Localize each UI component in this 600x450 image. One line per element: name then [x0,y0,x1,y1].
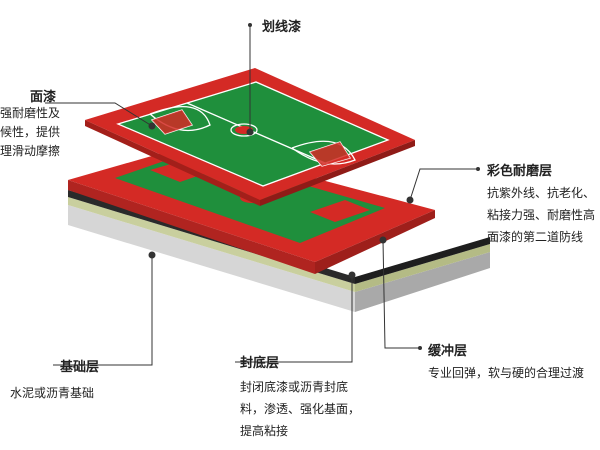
top-coat-desc-2: 候性，提供 [0,125,61,139]
primer-desc-3: 提高粘接 [240,424,289,438]
top-coat-desc-3: 理滑动摩擦 [0,144,61,158]
color-wear-desc-1: 抗紫外线、抗老化、 [487,186,596,200]
primer-title: 封底层 [240,356,280,371]
base-title: 基础层 [60,360,100,375]
primer-desc-1: 封闭底漆或沥青封底 [240,380,349,394]
leader-dots [148,23,480,350]
base-layer [68,205,490,312]
color-wear-desc-3: 面漆的第二道防线 [487,230,584,244]
base-desc-1: 水泥或沥青基础 [10,386,95,400]
color-wear-title: 彩色耐磨层 [487,164,553,179]
cushion-title: 缓冲层 [428,344,468,359]
primer-layer [68,197,490,292]
primer-desc-2: 料，渗透、强化基面， [240,402,361,416]
top-coat-title: 面漆 [30,90,57,105]
cushion-desc-1: 专业回弹，软与硬的合理过渡 [428,366,585,380]
top-coat-desc-1: 强耐磨性及 [0,106,61,120]
marking-paint-title: 划线漆 [262,20,302,35]
leader-lines [45,25,478,366]
color-wear-desc-2: 粘接力强、耐磨性高 [487,208,596,222]
